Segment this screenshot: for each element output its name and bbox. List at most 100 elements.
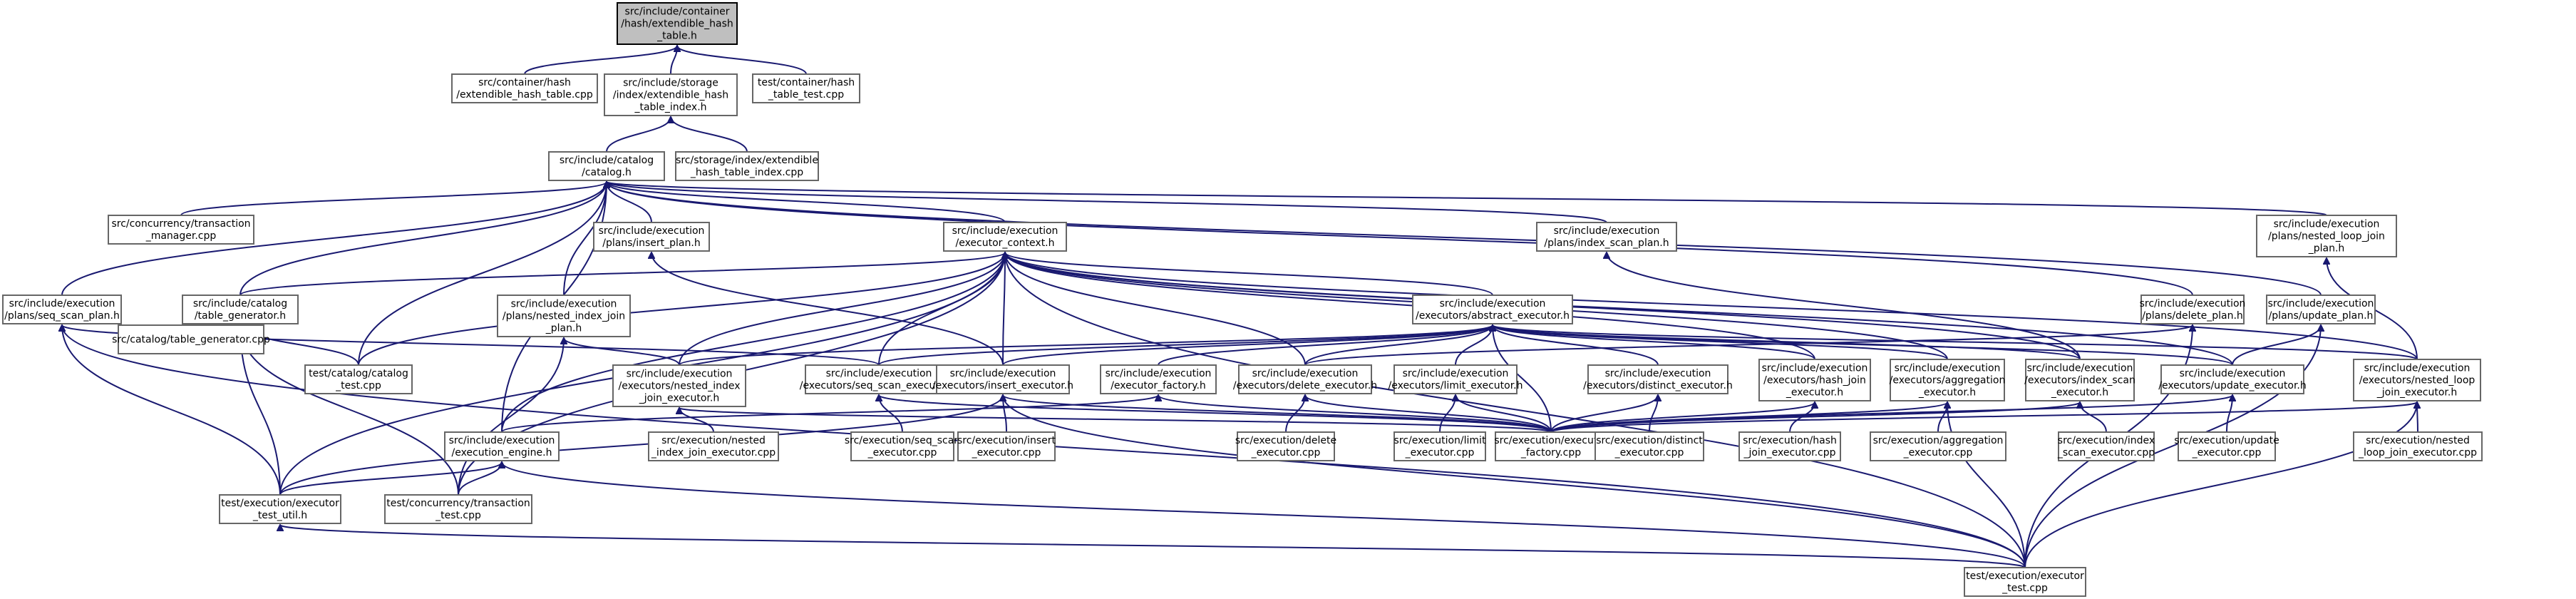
- node-label-line: src/execution/nested: [2366, 435, 2470, 446]
- node-delete-exec[interactable]: src/include/execution/executors/delete_e…: [1233, 364, 1377, 394]
- edge-exec-engine-to-exec-factory-h: [501, 395, 1158, 433]
- edge-exec-factory-cpp-to-distinct-exec: [1550, 395, 1658, 433]
- edge-exec-test-to-exec-engine: [502, 462, 2026, 568]
- node-delete-plan[interactable]: src/include/execution/plans/delete_plan.…: [2140, 295, 2246, 324]
- node-index-scan-plan[interactable]: src/include/execution/plans/index_scan_p…: [1536, 222, 1677, 252]
- edge-insert-exec-to-insert-plan: [651, 252, 1004, 366]
- node-exec-factory-h[interactable]: src/include/execution/executor_factory.h: [1100, 364, 1217, 394]
- node-exec-test[interactable]: test/execution/executor_test.cpp: [1964, 567, 2086, 597]
- node-label-line: _index_join_executor.cpp: [651, 447, 776, 459]
- node-label-line: src/execution/insert: [957, 435, 1056, 446]
- node-ext-index-h[interactable]: src/include/storage/index/extendible_has…: [604, 73, 738, 116]
- node-insert-exec[interactable]: src/include/execution/executors/insert_e…: [932, 364, 1073, 394]
- node-box: [2266, 295, 2376, 324]
- node-label-line: _join_executor.h: [639, 393, 719, 404]
- node-label-line: /executors/aggregation: [1890, 375, 2006, 386]
- node-label-line: test/container/hash: [758, 77, 855, 88]
- node-box: [1237, 431, 1335, 461]
- node-agg-exec[interactable]: src/include/execution/executors/aggregat…: [1890, 359, 2006, 401]
- node-abstract-exec[interactable]: src/include/execution/executors/abstract…: [1412, 295, 1573, 324]
- node-label-line: src/include/execution: [627, 369, 733, 380]
- edge-delete-plan-to-catalog-h: [607, 182, 2193, 296]
- edge-exec-factory-cpp-to-update-exec: [1550, 395, 2232, 433]
- node-box: [805, 364, 953, 394]
- node-exec-util[interactable]: test/execution/executor_test_util.h: [219, 494, 341, 524]
- node-limit-cpp[interactable]: src/execution/limit_executor.cpp: [1393, 431, 1486, 461]
- node-box: [1738, 431, 1841, 461]
- node-distinct-exec[interactable]: src/include/execution/executors/distinct…: [1583, 364, 1733, 394]
- node-exec-engine[interactable]: src/include/execution/execution_engine.h: [444, 431, 560, 461]
- node-nlj-exec[interactable]: src/include/execution/executors/nested_l…: [2353, 359, 2481, 401]
- node-txn-test[interactable]: test/concurrency/transaction_test.cpp: [384, 494, 532, 524]
- node-box: [936, 364, 1070, 394]
- node-table-gen-h[interactable]: src/include/catalog/table_generator.h: [182, 295, 299, 324]
- edge-exec-factory-cpp-to-abstract-exec: [1493, 325, 1552, 433]
- node-delete-cpp[interactable]: src/execution/delete_executor.cpp: [1235, 431, 1336, 461]
- node-label-line: src/execution/seq_scan: [845, 435, 960, 446]
- node-distinct-cpp[interactable]: src/execution/distinct_executor.cpp: [1594, 431, 1704, 461]
- node-label-line: _test.cpp: [335, 380, 381, 391]
- node-label-line: _test.cpp: [435, 510, 481, 521]
- node-label-line: src/include/execution: [511, 299, 617, 310]
- node-nij-plan[interactable]: src/include/execution/plans/nested_index…: [497, 295, 631, 337]
- node-label-line: src/include/catalog: [560, 155, 654, 166]
- edge-hash-join-exec-to-abstract-exec: [1493, 325, 1815, 360]
- node-label-line: _manager.cpp: [145, 230, 217, 242]
- node-box: [108, 215, 254, 245]
- node-box: [1890, 359, 2005, 401]
- node-box: [1495, 431, 1607, 461]
- node-label-line: /executors/nested_loop: [2359, 375, 2475, 386]
- node-label-line: _executor.h: [2051, 387, 2108, 399]
- node-update-plan[interactable]: src/include/execution/plans/update_plan.…: [2266, 295, 2376, 324]
- node-box: [1100, 364, 1217, 394]
- node-seq-scan-cpp[interactable]: src/execution/seq_scan_executor.cpp: [845, 431, 960, 461]
- node-label-line: src/include/execution: [2140, 298, 2246, 309]
- node-exec-factory-cpp[interactable]: src/execution/executor_factory.cpp: [1494, 431, 1608, 461]
- node-label-line: _plan.h: [2308, 243, 2345, 255]
- node-nlj-cpp[interactable]: src/execution/nested_loop_join_executor.…: [2353, 431, 2483, 461]
- node-box: [1587, 364, 1729, 394]
- node-label-line: _factory.cpp: [1520, 447, 1581, 459]
- edge-delete-exec-to-abstract-exec: [1304, 325, 1493, 366]
- node-nij-exec[interactable]: src/include/execution/executors/nested_i…: [612, 364, 746, 407]
- node-box: [548, 151, 665, 181]
- node-label-line: src/include/container: [625, 6, 730, 18]
- node-seq-scan-exec[interactable]: src/include/execution/executors/seq_scan…: [800, 364, 958, 394]
- node-box: [593, 222, 710, 252]
- node-label-line: /executors/nested_index: [618, 381, 740, 392]
- node-table-gen-cpp[interactable]: src/catalog/table_generator.cpp: [112, 324, 270, 354]
- node-label-line: _executor.h: [1786, 387, 1843, 399]
- node-ext-index-cpp[interactable]: src/storage/index/extendible_hash_table_…: [675, 151, 819, 181]
- node-update-cpp[interactable]: src/execution/update_executor.cpp: [2174, 431, 2279, 461]
- edge-nlj-exec-to-abstract-exec: [1493, 325, 2418, 360]
- node-insert-plan[interactable]: src/include/execution/plans/insert_plan.…: [593, 222, 710, 252]
- node-nlj-plan[interactable]: src/include/execution/plans/nested_loop_…: [2256, 215, 2397, 257]
- node-limit-exec[interactable]: src/include/execution/executors/limit_ex…: [1389, 364, 1523, 394]
- node-txn-manager[interactable]: src/concurrency/transaction_manager.cpp: [108, 215, 254, 245]
- edge-exec-ctx-to-catalog-h: [607, 182, 1006, 223]
- edge-exec-test-to-update-plan: [2024, 325, 2321, 568]
- node-box: [1758, 359, 1871, 401]
- node-update-exec[interactable]: src/include/execution/executors/update_e…: [2158, 364, 2307, 394]
- node-hash-join-cpp[interactable]: src/execution/hash_join_executor.cpp: [1738, 431, 1841, 461]
- node-exec-ctx[interactable]: src/include/execution/executor_context.h: [943, 222, 1067, 252]
- node-label-line: src/execution/hash: [1743, 435, 1837, 446]
- edge-abstract-exec-to-exec-ctx: [1005, 252, 1493, 296]
- node-root[interactable]: src/include/container/hash/extendible_ha…: [617, 2, 738, 45]
- node-agg-cpp[interactable]: src/execution/aggregation_executor.cpp: [1870, 431, 2006, 461]
- node-insert-cpp[interactable]: src/execution/insert_executor.cpp: [957, 431, 1056, 461]
- node-label-line: src/execution/update: [2174, 435, 2279, 446]
- node-index-scan-exec[interactable]: src/include/execution/executors/index_sc…: [2024, 359, 2135, 401]
- node-hash-join-exec[interactable]: src/include/execution/executors/hash_joi…: [1758, 359, 1871, 401]
- node-box: [444, 431, 560, 461]
- node-seq-scan-plan[interactable]: src/include/execution/plans/seq_scan_pla…: [2, 295, 122, 324]
- node-catalog-h[interactable]: src/include/catalog/catalog.h: [548, 151, 665, 181]
- node-index-scan-cpp[interactable]: src/execution/index_scan_executor.cpp: [2057, 431, 2155, 461]
- node-catalog-test[interactable]: test/catalog/catalog_test.cpp: [304, 364, 413, 394]
- node-ext-hash-cpp[interactable]: src/container/hash/extendible_hash_table…: [451, 73, 598, 103]
- node-hash-test[interactable]: test/container/hash_table_test.cpp: [752, 73, 860, 103]
- node-label-line: /executors/index_scan: [2024, 375, 2135, 386]
- node-nij-exec-cpp[interactable]: src/execution/nested_index_join_executor…: [648, 431, 779, 461]
- edge-txn-test-to-table-gen-h: [240, 325, 459, 496]
- node-label-line: src/catalog/table_generator.cpp: [112, 334, 270, 346]
